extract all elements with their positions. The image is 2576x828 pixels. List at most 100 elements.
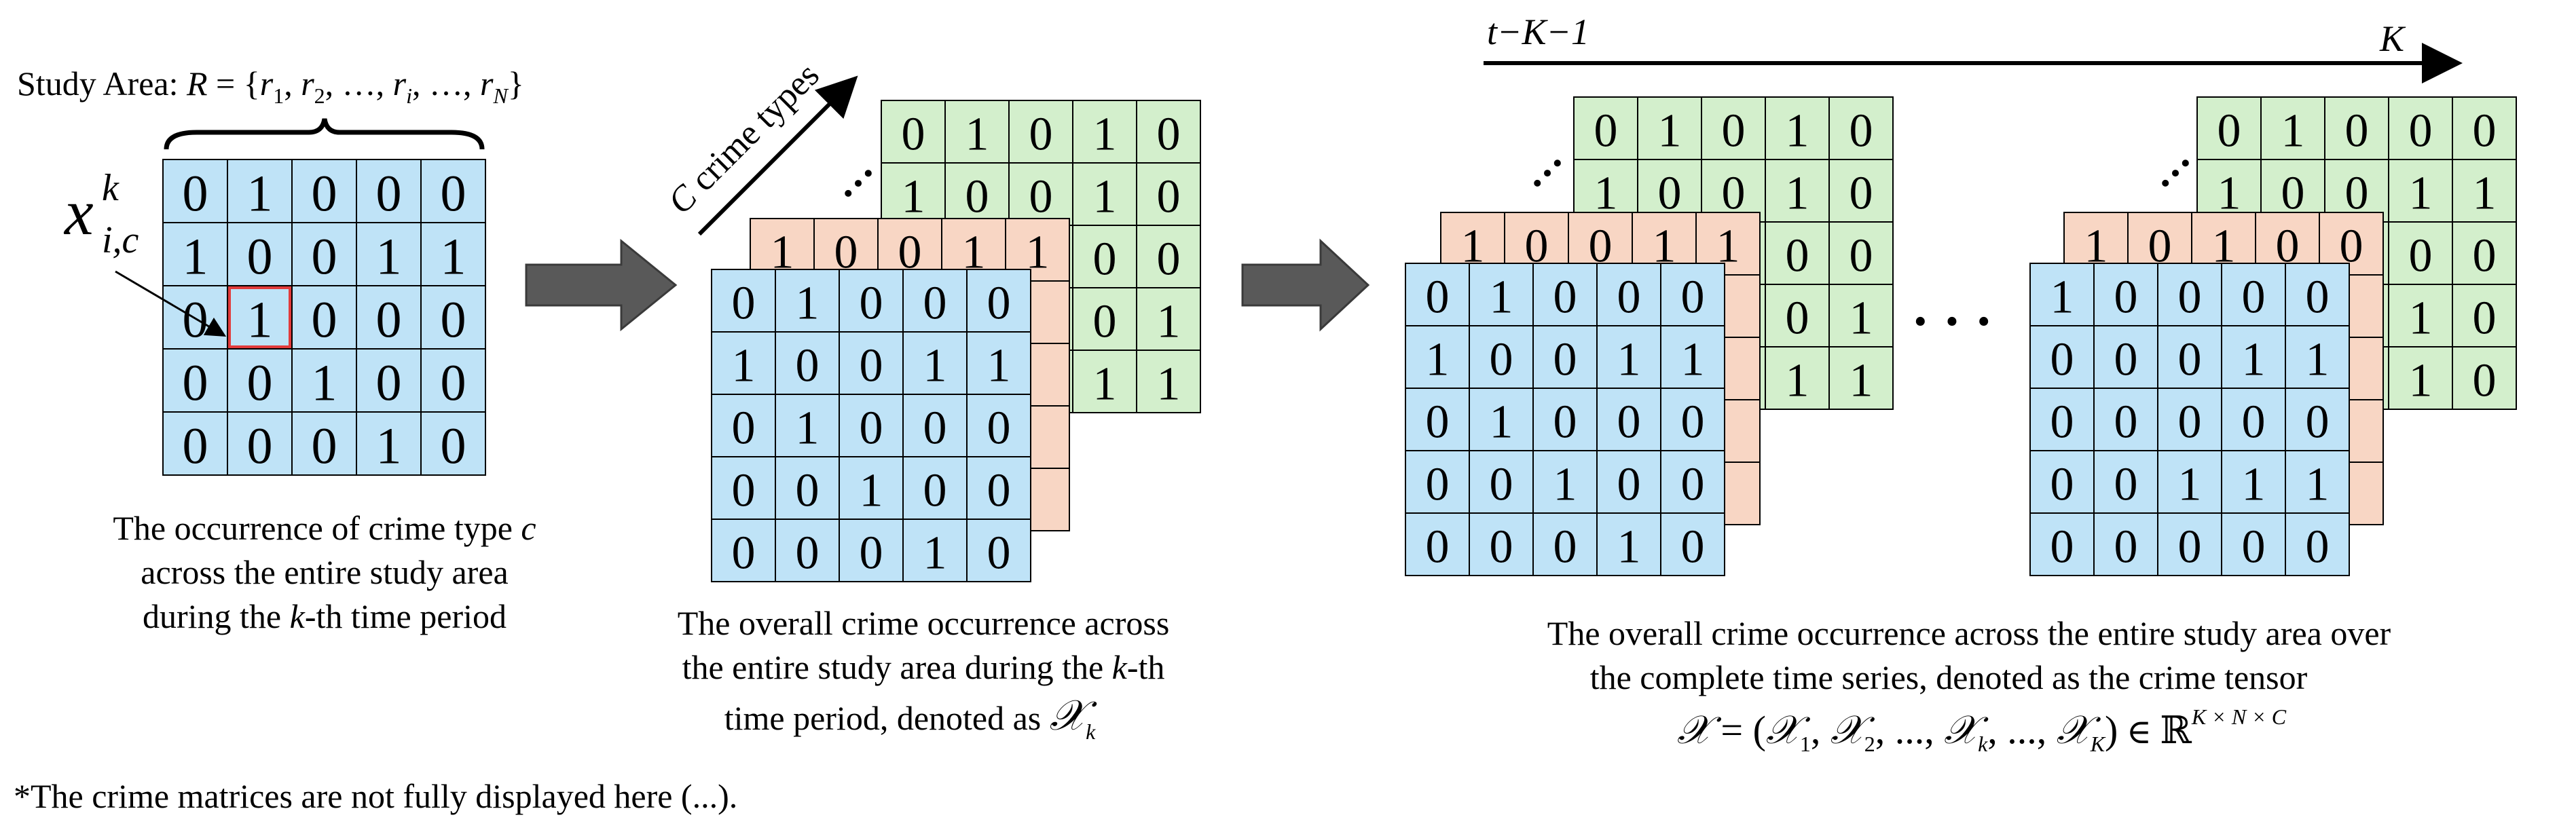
stack-first-layer-back-value: 0 xyxy=(1786,230,1809,282)
stack-k-layer-back-cell xyxy=(1072,162,1137,226)
stack-k-layer-front-value: 0 xyxy=(987,527,1011,580)
stack-k-layer-front-cell xyxy=(902,269,968,333)
single-matrix-cell xyxy=(227,159,293,223)
stack-k-layer-front-value: 1 xyxy=(923,527,947,580)
stack-k-layer-back-value: 0 xyxy=(1157,109,1181,161)
single-matrix-cell xyxy=(291,159,357,223)
single-matrix-value: 0 xyxy=(312,292,337,349)
stack-last-layer-front-value: 0 xyxy=(2114,334,2138,386)
crime-tensor-formula: 𝒳 = (𝒳1, 𝒳2, ..., 𝒳k, ..., 𝒳K) ∈ ℝK × N … xyxy=(1677,704,2287,756)
stack-last-layer-front-value: 0 xyxy=(2306,271,2330,324)
single-matrix-value: 1 xyxy=(312,355,337,412)
stack-last-layer-back-value: 0 xyxy=(2218,105,2241,157)
stack-k-layer-front-cell xyxy=(775,519,840,582)
stack-last-layer-back-cell xyxy=(2388,96,2453,160)
stack-k-layer-back-cell xyxy=(1072,287,1137,351)
stack-last-layer-back-cell xyxy=(2452,96,2517,160)
stack-k-layer-front-value: 0 xyxy=(923,278,947,330)
stack-first-layer-front-value: 0 xyxy=(1490,334,1513,386)
stack-first-layer-front-value: 0 xyxy=(1553,396,1577,449)
stack-first-layer-front-cell xyxy=(1660,325,1725,389)
stack-last-layer-front-value: 0 xyxy=(2306,521,2330,573)
stack-last-layer-back-value: 1 xyxy=(2409,293,2433,345)
single-matrix-cell xyxy=(162,411,228,476)
single-matrix-value: 0 xyxy=(312,418,337,475)
svg-text:the entire study area during t: the entire study area during the k-th xyxy=(682,648,1165,686)
stack-first-layer-front-value: 0 xyxy=(1426,396,1450,449)
stack-last-dots: … xyxy=(2137,134,2199,197)
single-matrix-cell xyxy=(162,159,228,223)
stack-last-layer-front-value: 0 xyxy=(2242,271,2266,324)
stack-last-layer-back-value: 0 xyxy=(2473,355,2497,407)
stack-k-layer-back-value: 0 xyxy=(965,171,989,223)
stack-last-layer-front-value: 0 xyxy=(2178,521,2202,573)
stack-k-layer-back-value: 1 xyxy=(1093,358,1117,411)
time-series-ellipsis: · · · xyxy=(1911,292,1993,352)
stack-k-layer-back-cell xyxy=(1072,100,1137,164)
stack-first-layer-front-value: 0 xyxy=(1681,271,1705,324)
single-matrix-value: 0 xyxy=(376,166,402,223)
stack-last-layer-back-cell xyxy=(2452,159,2517,223)
stack-last-layer-front-value: 0 xyxy=(2306,396,2330,449)
stack-last-layer-front-value: 1 xyxy=(2242,459,2266,511)
stack-last-layer-back-value: 0 xyxy=(2345,105,2369,157)
stack-k-layer-front-value: 1 xyxy=(860,465,883,517)
stack-k-layer-back-value: 0 xyxy=(1029,109,1053,161)
stack-first-layer-front-cell xyxy=(1596,325,1661,389)
stack-k-layer-back-value: 1 xyxy=(1157,358,1181,411)
stack-last-layer-front-value: 0 xyxy=(2050,521,2074,573)
single-matrix-value: 1 xyxy=(441,229,466,286)
stack-last-layer-front-value: 0 xyxy=(2050,396,2074,449)
stack-last-layer-front-value: 1 xyxy=(2050,271,2074,324)
single-matrix-value: 1 xyxy=(376,229,402,286)
stack-k-layer-front-cell xyxy=(711,519,776,582)
stack-first-layer-front-value: 0 xyxy=(1553,271,1577,324)
single-matrix-value: 0 xyxy=(247,229,273,286)
single-matrix-cell xyxy=(227,285,293,350)
stack-k-layer-front-value: 0 xyxy=(923,402,947,455)
single-matrix-value: 1 xyxy=(247,166,273,223)
stack-last-layer-front-value: 0 xyxy=(2178,271,2202,324)
stack-last-layer-back-value: 1 xyxy=(2281,105,2305,157)
stack-last-layer-front-cell xyxy=(2029,512,2095,576)
stack-first-layer-front-cell xyxy=(1596,512,1661,576)
stack-k-layer-back-value: 1 xyxy=(965,109,989,161)
stack-last-layer-front-value: 0 xyxy=(2114,271,2138,324)
stack-k-layer-front-value: 0 xyxy=(796,527,820,580)
stack-k-layer-front-value: 0 xyxy=(732,402,756,455)
stack-first-layer-back-cell xyxy=(1637,96,1702,160)
stack-first-layer-front-cell xyxy=(1596,263,1661,326)
stack-first-layer-front-cell xyxy=(1660,388,1725,451)
stack-k-layer-front-cell xyxy=(966,269,1031,333)
stack-k-layer-back-value: 0 xyxy=(1093,233,1117,286)
stack-first-layer-front-cell xyxy=(1469,512,1534,576)
stack-first-layer-back-cell xyxy=(1828,221,1894,285)
single-matrix-value: 0 xyxy=(247,418,273,475)
single-matrix-value: 0 xyxy=(441,355,466,412)
stack-k-layer-back-value: 1 xyxy=(1093,109,1117,161)
svg-text:across the entire study area: across the entire study area xyxy=(141,553,508,591)
svg-text:The overall crime occurrence a: The overall crime occurrence across xyxy=(678,604,1170,642)
caption-crime-tensor: The overall crime occurrence across the … xyxy=(1547,614,2391,756)
stack-last-layer-back-value: 1 xyxy=(2409,355,2433,407)
stack-first-layer-front-cell xyxy=(1405,388,1470,451)
stack-first-layer-back-value: 0 xyxy=(1722,168,1746,220)
stack-k-layer-back-cell xyxy=(1008,100,1073,164)
footnote: *The crime matrices are not fully displa… xyxy=(14,777,737,815)
single-matrix-value: 0 xyxy=(312,166,337,223)
matrix-element-sub: i,c xyxy=(102,219,139,261)
single-matrix-cell xyxy=(227,411,293,476)
stack-first-layer-back-cell xyxy=(1637,159,1702,223)
single-matrix-value: 1 xyxy=(376,418,402,475)
stack-k-layer-front-value: 0 xyxy=(860,278,883,330)
stack-k-layer-back-value: 0 xyxy=(1029,171,1053,223)
single-matrix-cell xyxy=(420,222,486,286)
stack-last-layer-front-cell xyxy=(2285,388,2350,451)
stack-last-layer-front-value: 0 xyxy=(2114,459,2138,511)
stack-k-layer-back-cell xyxy=(1136,162,1201,226)
stack-first-layer-back-value: 1 xyxy=(1786,355,1809,407)
svg-text:time period, denoted as 𝒳k: time period, denoted as 𝒳k xyxy=(724,693,1097,744)
stack-first-layer-back-value: 0 xyxy=(1658,168,1682,220)
